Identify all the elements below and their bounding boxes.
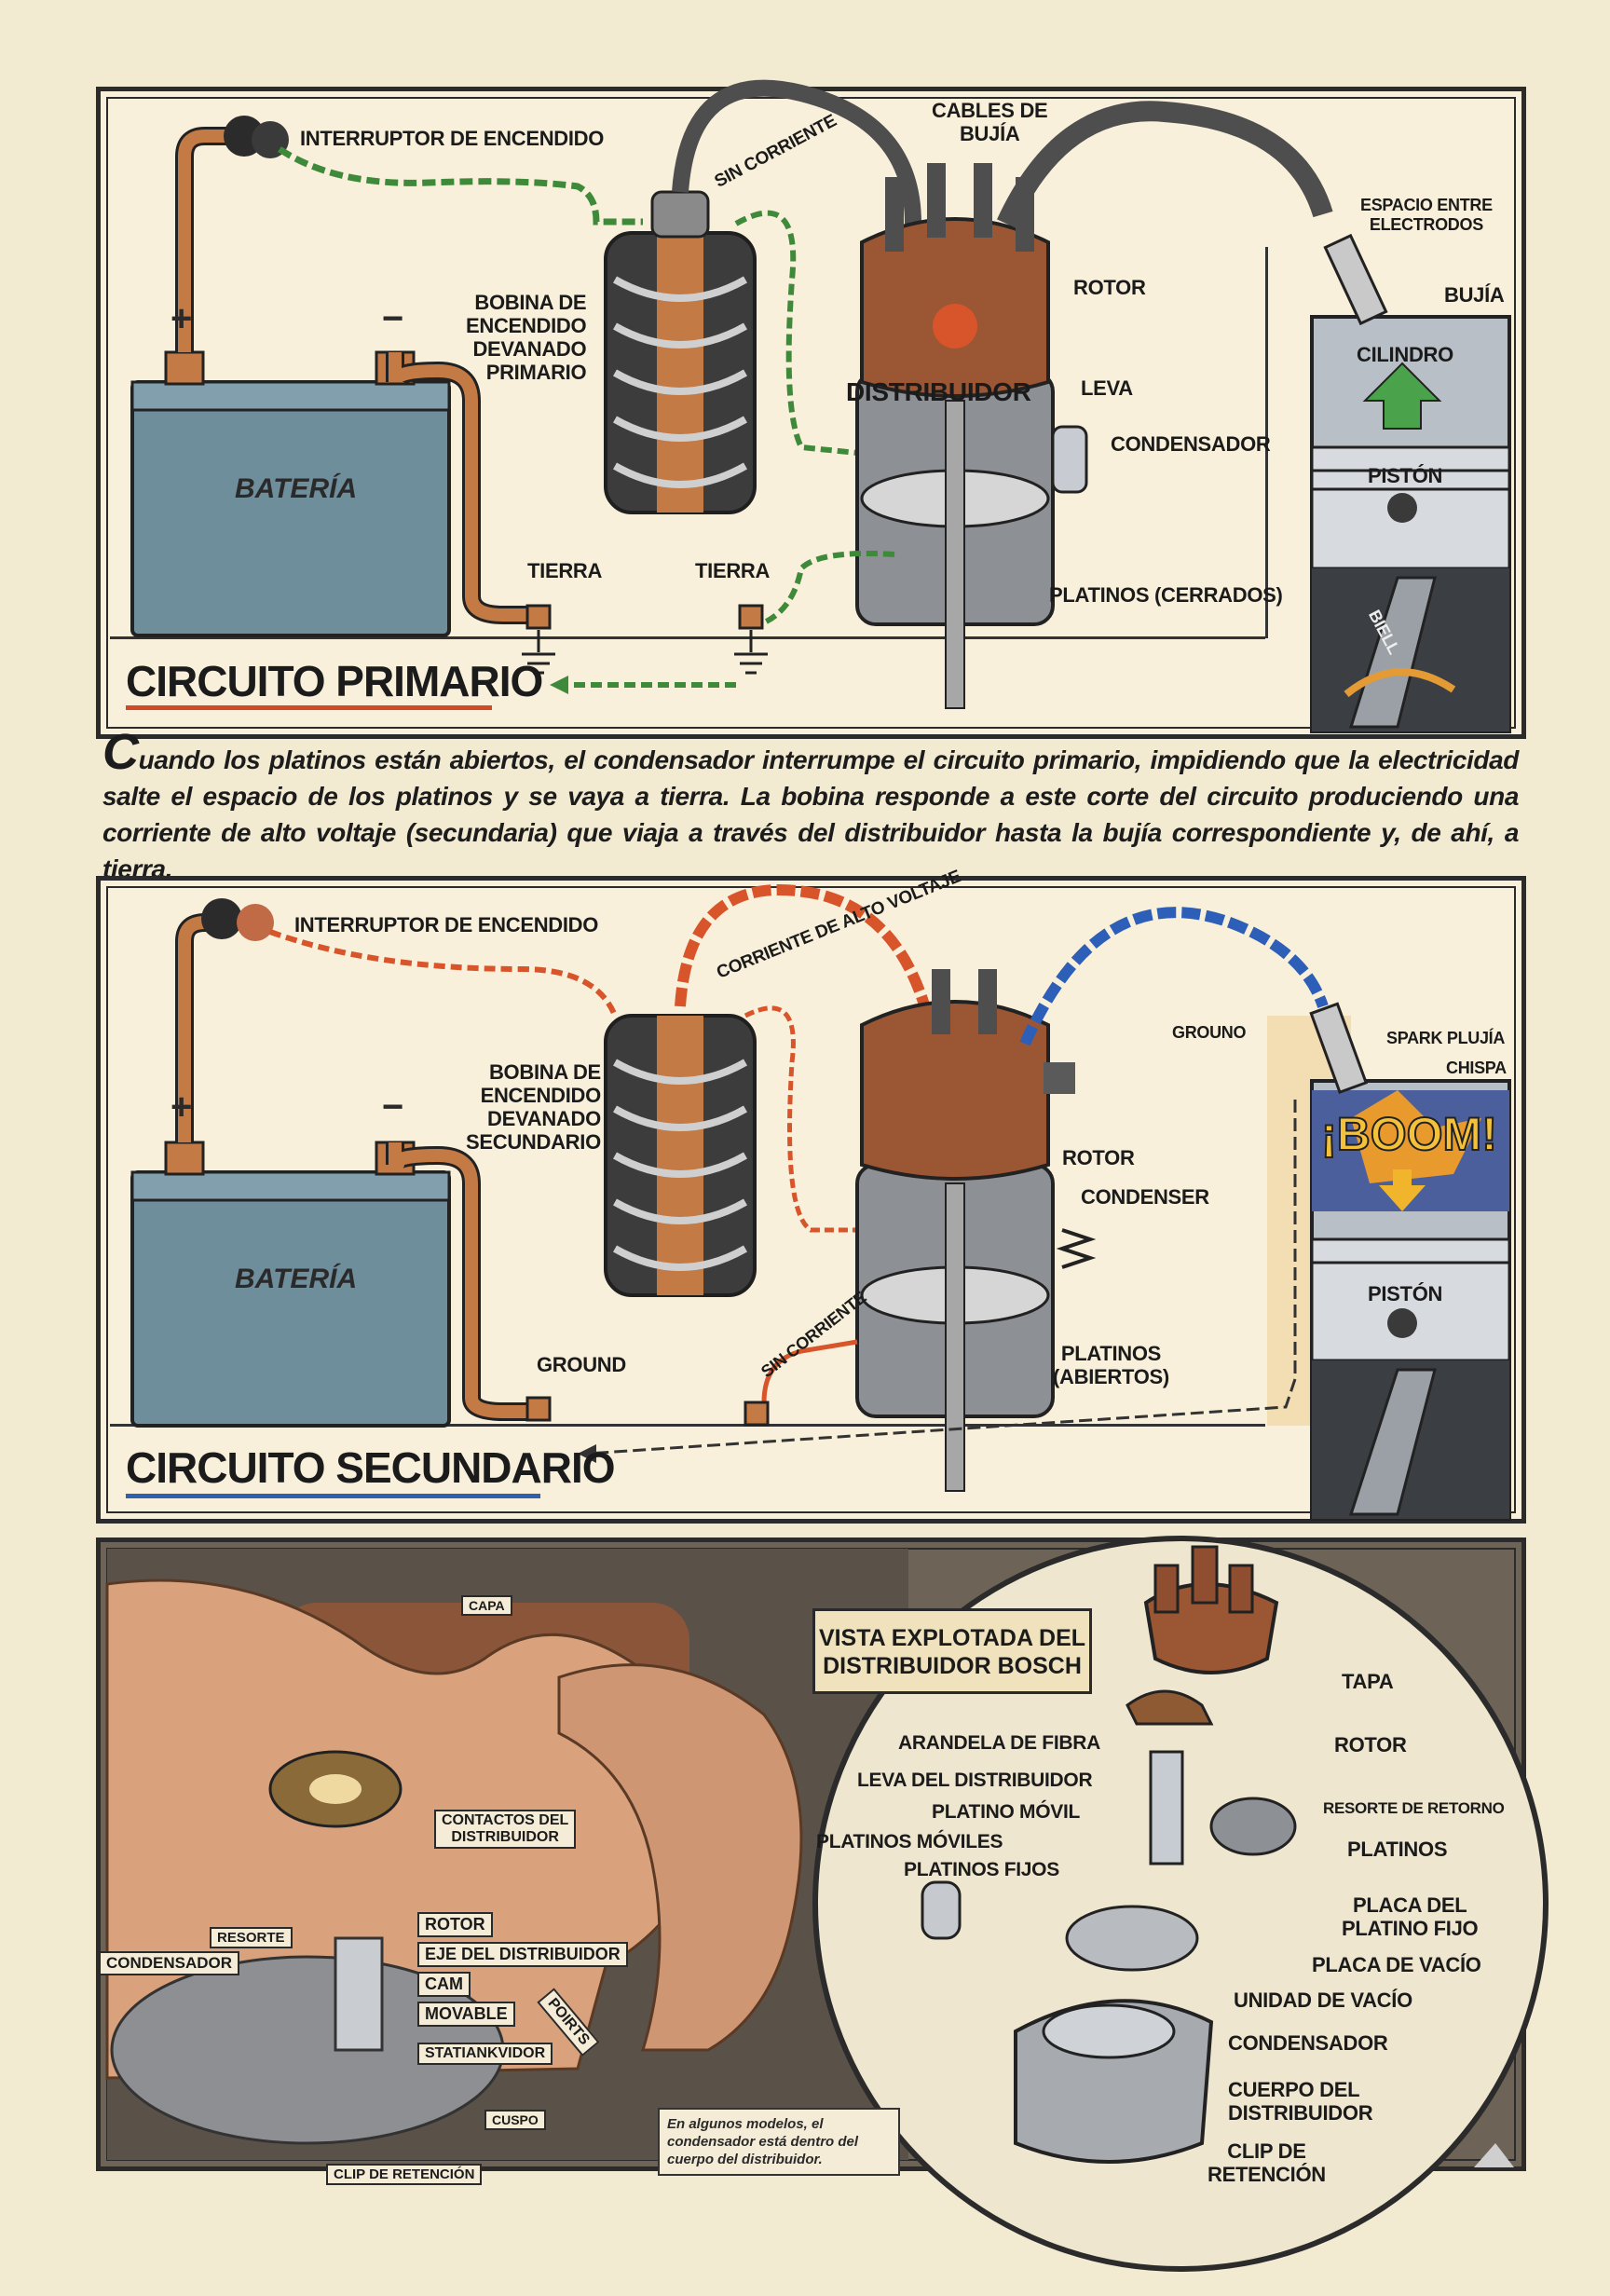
label-moving-points: PLATINOS MÓVILES (816, 1831, 1003, 1852)
label-spark-plug-secondary: SPARK PLUJÍA (1386, 1029, 1506, 1047)
label-ignition-switch-primary: INTERRUPTOR DE ENCENDIDO (300, 127, 605, 150)
secondary-circuit-title: CIRCUITO SECUNDARIO (126, 1443, 616, 1492)
label-distributor-primary: DISTRIBUIDOR (846, 377, 1031, 406)
label-moving-point: PLATINO MÓVIL (932, 1801, 1081, 1823)
label-cap-exploded: TAPA (1342, 1670, 1394, 1693)
label-cylinder-primary: CILINDRO (1357, 343, 1453, 366)
label-fiber-washer: ARANDELA DE FIBRA (898, 1732, 1100, 1754)
label-electrode-gap: ESPACIO ENTRE ELECTRODOS (1360, 196, 1493, 234)
label-coil-secondary: BOBINA DE ENCENDIDO DEVANADO SECUNDARIO (466, 1060, 601, 1154)
cylinder-primary (1310, 233, 1511, 733)
label-battery-secondary: BATERÍA (235, 1264, 358, 1294)
label-rotor-primary: ROTOR (1073, 276, 1146, 299)
label-battery-primary: BATERÍA (235, 473, 358, 504)
label-ground1-primary: TIERRA (527, 559, 603, 582)
tag-clip: CLIP DE RETENCIÓN (326, 2164, 483, 2185)
minus-sign-primary: − (382, 298, 404, 339)
label-fixed-plate: PLACA DEL PLATINO FIJO (1342, 1893, 1479, 1940)
ignition-coil-secondary (604, 1014, 757, 1297)
tag-cap: CAPA (461, 1595, 512, 1616)
tag-contacts: CONTACTOS DEL DISTRIBUIDOR (434, 1810, 577, 1849)
minus-sign-secondary: − (382, 1086, 404, 1128)
ignition-coil-primary (604, 190, 757, 514)
label-ground2-primary: TIERRA (695, 559, 771, 582)
label-coil-primary: BOBINA DE ENCENDIDO DEVANADO PRIMARIO (466, 291, 587, 384)
distributor-secondary (855, 969, 1097, 1492)
tag-movable: MOVABLE (417, 2002, 515, 2027)
label-condenser-secondary: CONDENSER (1081, 1185, 1209, 1209)
exploded-view-banner: VISTA EXPLOTADA DEL DISTRIBUIDOR BOSCH (812, 1608, 1092, 1694)
tag-cuspo: CUSPO (484, 2110, 546, 2130)
battery-primary (130, 350, 451, 637)
label-points-exploded: PLATINOS (1347, 1838, 1448, 1861)
label-vacuum-plate: PLACA DE VACÍO (1312, 1953, 1481, 1976)
label-rotor-exploded: ROTOR (1334, 1733, 1407, 1756)
condenser-note: En algunos modelos, el condensador está … (658, 2108, 900, 2176)
tag-cam: CAM (417, 1972, 471, 1997)
plus-sign-primary: + (171, 298, 193, 339)
label-piston-secondary: PISTÓN (1368, 1282, 1443, 1305)
cylinder-secondary (1309, 1002, 1511, 1521)
primary-circuit-title: CIRCUITO PRIMARIO (126, 657, 543, 705)
label-cam-primary: LEVA (1081, 376, 1133, 400)
label-condenser-primary: CONDENSADOR (1111, 432, 1271, 456)
label-points-open: PLATINOS (ABIERTOS) (1053, 1342, 1169, 1388)
label-vacuum-unit: UNIDAD DE VACÍO (1234, 1988, 1412, 2012)
plus-sign-secondary: + (171, 1086, 193, 1128)
label-body: CUERPO DEL DISTRIBUIDOR (1228, 2078, 1373, 2125)
tag-shaft: EJE DEL DISTRIBUIDOR (417, 1942, 628, 1967)
label-ground-secondary: GROUND (537, 1353, 626, 1376)
label-ground-top: GROUNO (1172, 1023, 1247, 1042)
exploded-parts (921, 1545, 1297, 2164)
label-piston-primary: PISTÓN (1368, 464, 1443, 487)
explanation-paragraph: Cuando los platinos están abiertos, el c… (102, 727, 1519, 887)
label-spark-plug-primary: BUJÍA (1444, 283, 1505, 307)
label-dist-cam: LEVA DEL DISTRIBUIDOR (857, 1770, 1093, 1791)
label-spark: CHISPA (1446, 1059, 1507, 1077)
tag-stationary: STATIANKVIDOR (417, 2043, 553, 2065)
label-fixed-points: PLATINOS FIJOS (904, 1859, 1059, 1880)
label-return-spring: RESORTE DE RETORNO (1323, 1799, 1505, 1817)
tag-condenser: CONDENSADOR (99, 1951, 240, 1975)
label-rotor-secondary: ROTOR (1062, 1146, 1135, 1169)
paragraph-text: uando los platinos están abiertos, el co… (102, 745, 1519, 883)
tag-rotor: ROTOR (417, 1912, 493, 1937)
label-plug-cables-primary: CABLES DE BUJÍA (932, 99, 1048, 145)
label-condenser-exploded: CONDENSADOR (1228, 2031, 1388, 2055)
drop-cap: C (102, 724, 139, 780)
label-ignition-switch-secondary: INTERRUPTOR DE ENCENDIDO (294, 913, 599, 936)
ground-symbols-primary (522, 604, 768, 675)
distributor-primary (855, 163, 1088, 709)
label-boom: ¡BOOM! (1320, 1107, 1498, 1161)
label-points-closed: PLATINOS (CERRADOS) (1049, 583, 1283, 607)
tag-spring: RESORTE (210, 1927, 293, 1948)
label-clip-exploded: CLIP DE RETENCIÓN (1208, 2139, 1326, 2186)
